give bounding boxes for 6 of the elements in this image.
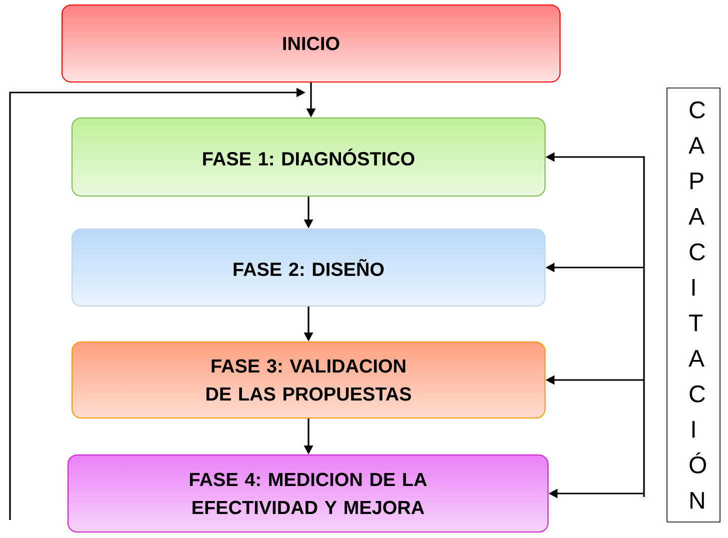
phase-box: FASE 2: DISEÑO bbox=[72, 228, 546, 306]
phase-box: FASE 1: DIAGNÓSTICO bbox=[72, 118, 546, 196]
phase-box: FASE 3: VALIDACION DE LAS PROPUESTAS bbox=[72, 342, 546, 418]
phase-box: INICIO bbox=[62, 4, 560, 82]
training-box: CAPACITACIÓN bbox=[666, 88, 720, 522]
phase-box: FASE 4: MEDICION DE LA EFECTIVIDAD Y MEJORA bbox=[68, 454, 548, 532]
